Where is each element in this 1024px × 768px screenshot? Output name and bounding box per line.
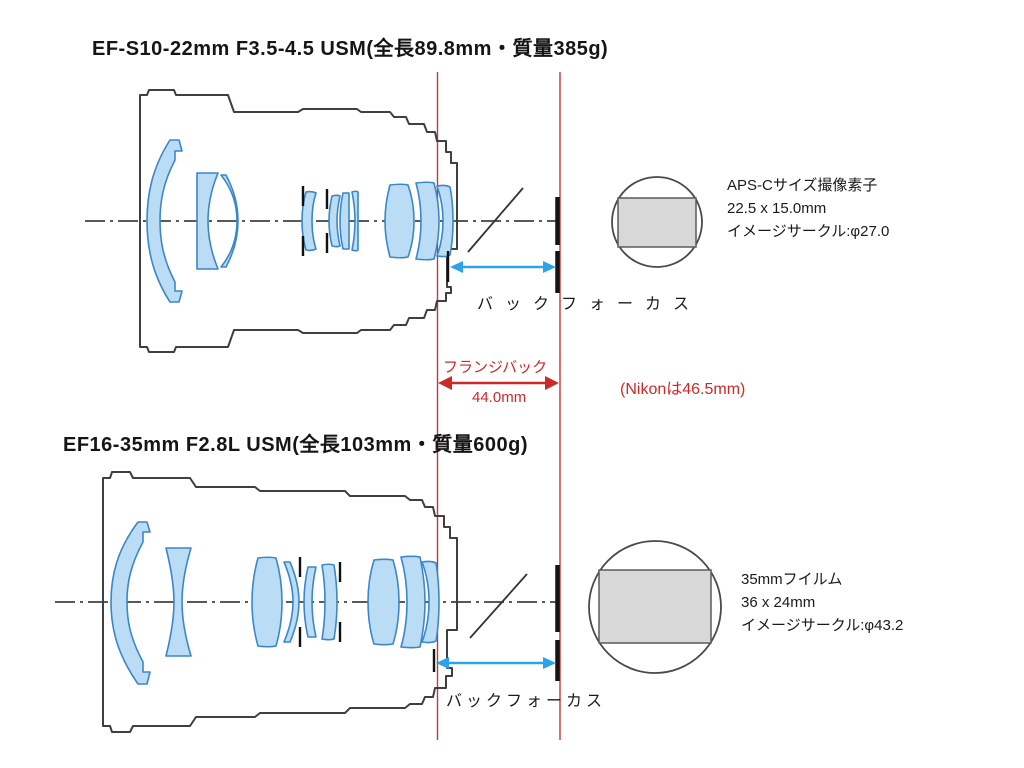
- sensor-info-bottom: 35mmフイルム 36 x 24mm イメージサークル:φ43.2: [741, 568, 903, 637]
- lens-title-top: EF-S10-22mm F3.5-4.5 USM(全長89.8mm・質量385g…: [92, 38, 609, 60]
- film-rect-35mm: [598, 569, 712, 644]
- lens-element: [220, 174, 239, 268]
- lens-element: [400, 555, 426, 649]
- lens-element: [303, 566, 317, 638]
- sensor-rect-aps-c: [617, 197, 697, 248]
- back-focus-arrow-bottom: [436, 657, 556, 669]
- lens-element: [283, 561, 300, 643]
- film-name-35mm: 35mmフイルム: [741, 571, 843, 588]
- lens-element: [351, 190, 359, 252]
- sensor-name-aps-c: APS-Cサイズ撮像素子: [727, 177, 878, 194]
- lens-cross-section-bottom: [55, 471, 722, 733]
- lens-element: [196, 172, 219, 270]
- lens-element: [436, 184, 454, 258]
- lens-element: [328, 194, 341, 248]
- mirror-bottom: [469, 573, 528, 639]
- lens-element: [110, 521, 151, 685]
- lens-element: [421, 560, 440, 644]
- mirror-top: [467, 187, 524, 253]
- back-focus-arrow-top: [450, 261, 556, 273]
- lens-cross-section-top: [85, 89, 703, 353]
- flange-plane-lines: [436, 72, 561, 740]
- aperture-ticks-bottom: [298, 557, 342, 647]
- back-focus-label-top: バックフォーカス: [477, 296, 702, 313]
- lens-element: [367, 558, 400, 646]
- back-focus-label-bottom: バックフォーカス: [446, 693, 607, 710]
- lens-element: [165, 547, 192, 657]
- flange-back-label: フランジバック: [443, 359, 548, 376]
- lens-element: [146, 139, 183, 303]
- image-circle-size-aps-c: イメージサークル:φ27.0: [727, 223, 890, 240]
- lens-element: [384, 183, 415, 259]
- image-circle-top: [611, 176, 703, 268]
- aperture-ticks-top: [301, 186, 329, 256]
- lens-element: [321, 563, 338, 641]
- lens-title-bottom: EF16-35mm F2.8L USM(全長103mm・質量600g): [63, 434, 529, 456]
- sensor-size-aps-c: 22.5 x 15.0mm: [727, 200, 827, 217]
- nikon-flange-note: (Nikonは46.5mm): [620, 381, 746, 398]
- flange-back-arrow: [438, 376, 559, 390]
- barrel-outline-bottom: [102, 471, 458, 733]
- lens-elements-top: [146, 139, 454, 303]
- image-circle-bottom: [588, 540, 722, 674]
- sensor-info-top: APS-Cサイズ撮像素子 22.5 x 15.0mm イメージサークル:φ27.…: [727, 174, 889, 243]
- lens-element: [301, 190, 317, 252]
- lens-element: [251, 556, 283, 648]
- image-circle-size-35mm: イメージサークル:φ43.2: [741, 617, 904, 634]
- flange-back-value: 44.0mm: [472, 389, 527, 406]
- lens-element: [415, 181, 440, 261]
- lens-element: [339, 192, 350, 250]
- lens-elements-bottom: [110, 521, 440, 685]
- film-size-35mm: 36 x 24mm: [741, 594, 816, 611]
